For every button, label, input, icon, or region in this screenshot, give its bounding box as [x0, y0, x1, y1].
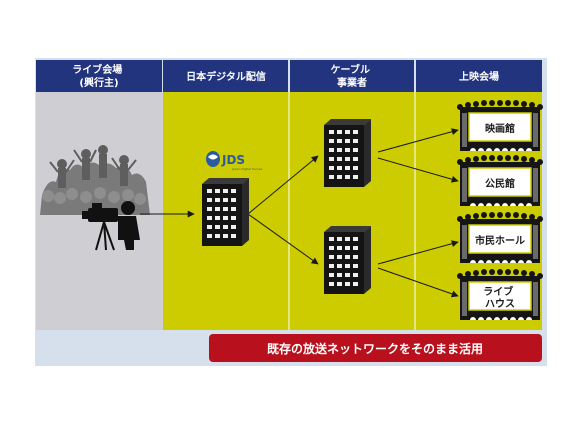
network-banner: 既存の放送ネットワークをそのまま活用: [209, 334, 542, 362]
header-cable-label: ケーブル 事業者: [331, 63, 374, 89]
distribution-arrows: [140, 128, 459, 298]
cameraman-silhouette: [82, 201, 140, 251]
header-cell-cable: [290, 60, 414, 92]
banner-box: [209, 334, 542, 362]
header-row: ライブ会場 (興行主) 日本デジタル配信 ケーブル 事業者 上映会場: [36, 60, 542, 92]
jds-logo: JDS Japan Digital Serves: [206, 151, 263, 171]
banner-text: 既存の放送ネットワークをそのまま活用: [267, 341, 483, 356]
header-live-label: ライブ会場 (興行主): [72, 63, 125, 89]
arrow-jds-to-cable-top: [247, 155, 319, 215]
header-cell-live: [36, 60, 162, 92]
arrow-cable-to-community-hall: [377, 157, 459, 183]
venue-community-hall: 公民館: [456, 154, 544, 207]
arrow-jds-to-cable-bottom: [247, 213, 319, 265]
live-concert-silhouette: [40, 145, 150, 215]
jds-building-icon: [202, 178, 249, 246]
venue-label: 市民ホール: [475, 234, 525, 247]
arrow-cable-to-civic-hall: [377, 240, 459, 265]
cable-operator-building-icon: [324, 119, 371, 187]
jds-logo-subtext: Japan Digital Serves: [231, 167, 263, 171]
arrow-cable-to-live-house: [377, 267, 459, 298]
arrow-cable-to-cinema: [377, 128, 459, 153]
header-jds-label: 日本デジタル配信: [186, 70, 266, 83]
header-cell-jds: [163, 60, 288, 92]
venue-cinema: 映画館: [456, 99, 544, 152]
cable-operator-building-icon: [324, 226, 371, 294]
venue-label: 映画館: [485, 122, 515, 135]
header-venue-label: 上映会場: [459, 70, 499, 83]
venue-label: 公民館: [485, 177, 515, 190]
header-cell-venue: [416, 60, 542, 92]
venue-live-house: ライブ ハウス: [456, 268, 544, 321]
venue-civic-hall: 市民ホール: [456, 211, 544, 264]
venue-label: ライブ ハウス: [483, 285, 516, 310]
jds-logo-text: JDS: [221, 153, 245, 167]
